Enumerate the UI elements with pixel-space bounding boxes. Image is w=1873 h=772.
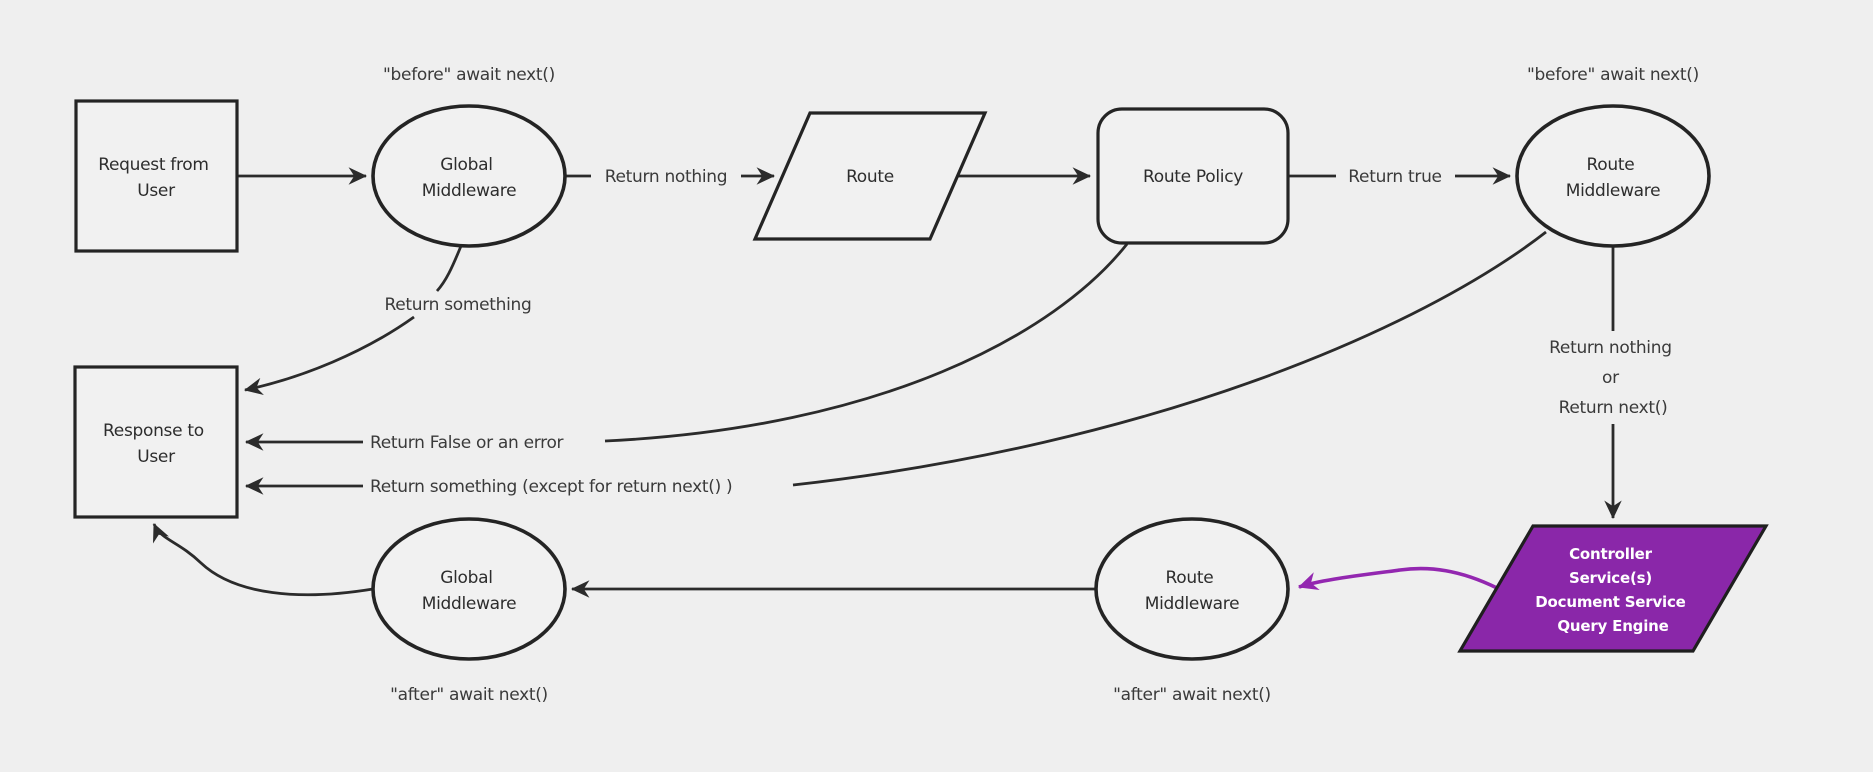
global-middleware-top-label: Global Middleware — [422, 155, 517, 201]
controller-services-line2: Service(s) — [1569, 569, 1652, 587]
label-before-await-right: "before" await next() — [1527, 65, 1699, 85]
route-middleware-top-line2: Middleware — [1566, 181, 1661, 201]
label-return-nothing-or-line2: or — [1602, 368, 1619, 388]
global-middleware-bottom-line2: Middleware — [422, 594, 517, 614]
route-policy-box — [1096, 107, 1290, 245]
node-controller-services: Controller Service(s) Document Service Q… — [1457, 524, 1769, 653]
global-middleware-bottom-ellipse — [371, 517, 567, 661]
edge-global-bottom-to-response — [152, 523, 374, 597]
label-return-nothing-or-line3: Return next() — [1559, 398, 1668, 418]
edge-controller-to-routemw-purple — [1297, 566, 1498, 590]
request-box — [74, 99, 239, 253]
route-middleware-bottom-line2: Middleware — [1145, 594, 1240, 614]
response-box-label: Response to User — [103, 421, 209, 467]
node-route-middleware-bottom: Route Middleware — [1094, 517, 1290, 661]
controller-services-label: Controller Service(s) Document Service Q… — [1535, 545, 1690, 635]
controller-services-parallelogram — [1457, 524, 1769, 653]
controller-services-line4: Query Engine — [1557, 617, 1668, 635]
edge-policy-return-false-a — [604, 243, 1129, 443]
label-return-nothing: Return nothing — [605, 167, 728, 187]
label-return-something: Return something — [384, 295, 531, 315]
node-route: Route — [752, 111, 988, 241]
edge-routemw-return-something-a — [792, 230, 1547, 487]
route-label: Route — [846, 167, 894, 187]
route-middleware-top-line1: Route — [1587, 155, 1635, 175]
route-middleware-bottom-label: Route Middleware — [1145, 568, 1240, 614]
node-route-middleware-top: Route Middleware — [1515, 104, 1711, 248]
global-middleware-top-line1: Global — [440, 155, 492, 175]
label-return-true: Return true — [1348, 167, 1441, 187]
request-label-line1: Request from — [98, 155, 208, 175]
global-middleware-top-ellipse — [371, 104, 567, 248]
edge-labels: "before" await next() "before" await nex… — [370, 65, 1699, 705]
global-middleware-bottom-line1: Global — [440, 568, 492, 588]
node-request-from-user: Request from User — [74, 99, 239, 253]
label-return-false-or-error: Return False or an error — [370, 433, 564, 453]
controller-services-line1: Controller — [1569, 545, 1653, 563]
route-middleware-bottom-line1: Route — [1166, 568, 1214, 588]
edges — [152, 167, 1622, 598]
label-before-await-left: "before" await next() — [383, 65, 555, 85]
response-box — [73, 365, 239, 519]
global-middleware-bottom-label: Global Middleware — [422, 568, 517, 614]
node-response-to-user: Response to User — [73, 365, 239, 519]
label-after-await-left: "after" await next() — [390, 685, 548, 705]
label-return-something-except: Return something (except for return next… — [370, 477, 732, 497]
response-label-line1: Response to — [103, 421, 204, 441]
node-global-middleware-bottom: Global Middleware — [371, 517, 567, 661]
response-label-line2: User — [137, 447, 175, 467]
node-global-middleware-top: Global Middleware — [371, 104, 567, 248]
request-label-line2: User — [137, 181, 175, 201]
global-middleware-top-line2: Middleware — [422, 181, 517, 201]
edge-global-return-something-b — [244, 315, 415, 395]
label-after-await-right: "after" await next() — [1113, 685, 1271, 705]
label-return-nothing-or-line1: Return nothing — [1549, 338, 1672, 358]
route-middleware-top-label: Route Middleware — [1566, 155, 1661, 201]
route-middleware-bottom-ellipse — [1094, 517, 1290, 661]
route-policy-label: Route Policy — [1143, 167, 1243, 187]
label-return-nothing-or-next: Return nothing or Return next() — [1549, 338, 1677, 418]
node-route-policy: Route Policy — [1096, 107, 1290, 245]
route-middleware-top-ellipse — [1515, 104, 1711, 248]
route-parallelogram — [752, 111, 988, 241]
request-box-label: Request from User — [98, 155, 214, 201]
controller-services-line3: Document Service — [1535, 593, 1685, 611]
edge-global-return-something-a — [435, 245, 463, 292]
